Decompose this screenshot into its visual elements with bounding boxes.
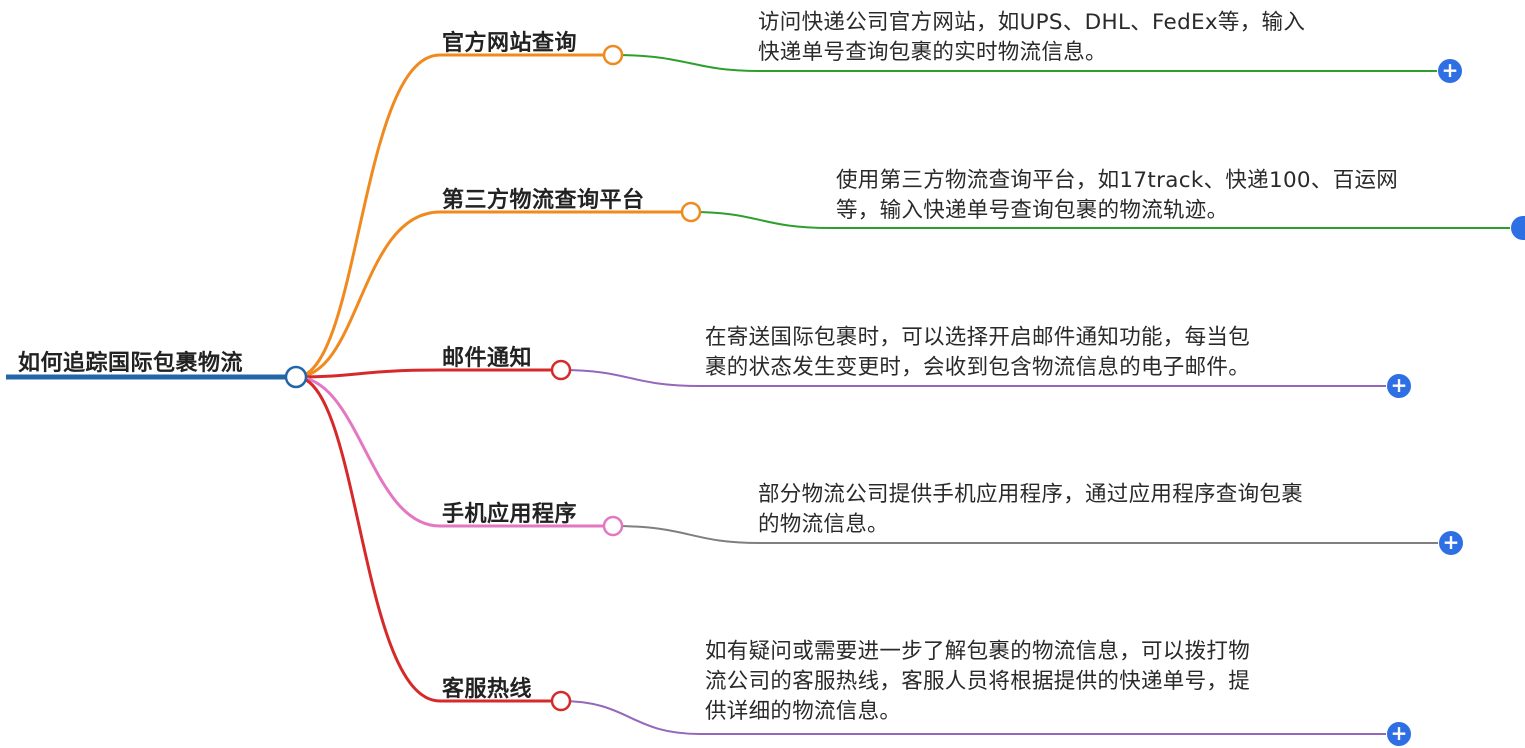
- leaf-line: 在寄送国际包裹时，可以选择开启邮件通知功能，每当包: [705, 325, 1251, 350]
- expand-mobile-app-button[interactable]: +: [1439, 530, 1463, 555]
- leaf-line: 供详细的物流信息。: [705, 699, 902, 724]
- leaf-line: 快递单号查询包裹的实时物流信息。: [758, 40, 1107, 65]
- leaf-connector-third-party: [690, 211, 1510, 229]
- expand-third-party-button[interactable]: [1511, 216, 1525, 240]
- leaf-official-site[interactable]: 访问快递公司官方网站，如UPS、DHL、FedEx等，输入 快递单号查询包裹的实…: [758, 8, 1305, 68]
- branch-third-party[interactable]: 第三方物流查询平台: [442, 188, 645, 213]
- expand-email-button[interactable]: +: [1387, 373, 1411, 398]
- leaf-connector-official-site: [612, 54, 1437, 72]
- leaf-mobile-app[interactable]: 部分物流公司提供手机应用程序，通过应用程序查询包裹 的物流信息。: [758, 480, 1303, 540]
- plus-circle-icon: +: [1390, 721, 1408, 745]
- leaf-line: 的物流信息。: [758, 512, 889, 537]
- leaf-third-party[interactable]: 使用第三方物流查询平台，如17track、快递100、百运网 等，输入快递单号查…: [836, 166, 1398, 226]
- leaf-hotline[interactable]: 如有疑问或需要进一步了解包裹的物流信息，可以拨打物 流公司的客服热线，客服人员将…: [705, 637, 1250, 727]
- branch-hotline[interactable]: 客服热线: [442, 677, 533, 702]
- node-email[interactable]: [550, 359, 572, 381]
- branch-official-site[interactable]: 官方网站查询: [442, 31, 578, 56]
- node-official-site[interactable]: [602, 44, 624, 66]
- connector-official-site: [295, 53, 613, 379]
- leaf-line: 流公司的客服热线，客服人员将根据提供的快递单号，提: [705, 669, 1251, 694]
- plus-circle-icon: +: [1441, 58, 1459, 82]
- leaf-connector-hotline: [560, 700, 1386, 735]
- leaf-line: 裹的状态发生变更时，会收到包含物流信息的电子邮件。: [705, 355, 1251, 380]
- node-third-party[interactable]: [680, 201, 702, 223]
- leaf-line: 如有疑问或需要进一步了解包裹的物流信息，可以拨打物: [705, 639, 1251, 664]
- leaf-line: 部分物流公司提供手机应用程序，通过应用程序查询包裹: [758, 482, 1304, 507]
- leaf-email[interactable]: 在寄送国际包裹时，可以选择开启邮件通知功能，每当包 裹的状态发生变更时，会收到包…: [705, 323, 1250, 383]
- connector-hotline: [295, 375, 561, 703]
- plus-circle-icon: +: [1390, 373, 1408, 397]
- expand-hotline-button[interactable]: +: [1387, 721, 1411, 746]
- node-mobile-app[interactable]: [602, 515, 624, 537]
- connector-mobile-app: [295, 375, 613, 528]
- node-hotline[interactable]: [550, 690, 572, 712]
- expand-official-site-button[interactable]: +: [1438, 58, 1462, 83]
- branch-email[interactable]: 邮件通知: [442, 346, 533, 371]
- leaf-line: 使用第三方物流查询平台，如17track、快递100、百运网: [836, 168, 1399, 193]
- leaf-connector-mobile-app: [612, 525, 1438, 544]
- branch-mobile-app[interactable]: 手机应用程序: [442, 502, 578, 527]
- leaf-connector-email: [560, 369, 1386, 387]
- connector-email: [295, 368, 561, 379]
- leaf-line: 访问快递公司官方网站，如UPS、DHL、FedEx等，输入: [758, 10, 1306, 35]
- leaf-line: 等，输入快递单号查询包裹的物流轨迹。: [836, 198, 1229, 223]
- root-node[interactable]: [284, 365, 308, 389]
- plus-circle-icon: +: [1442, 530, 1460, 554]
- connector-third-party: [295, 210, 691, 379]
- root-topic[interactable]: 如何追踪国际包裹物流: [18, 351, 244, 376]
